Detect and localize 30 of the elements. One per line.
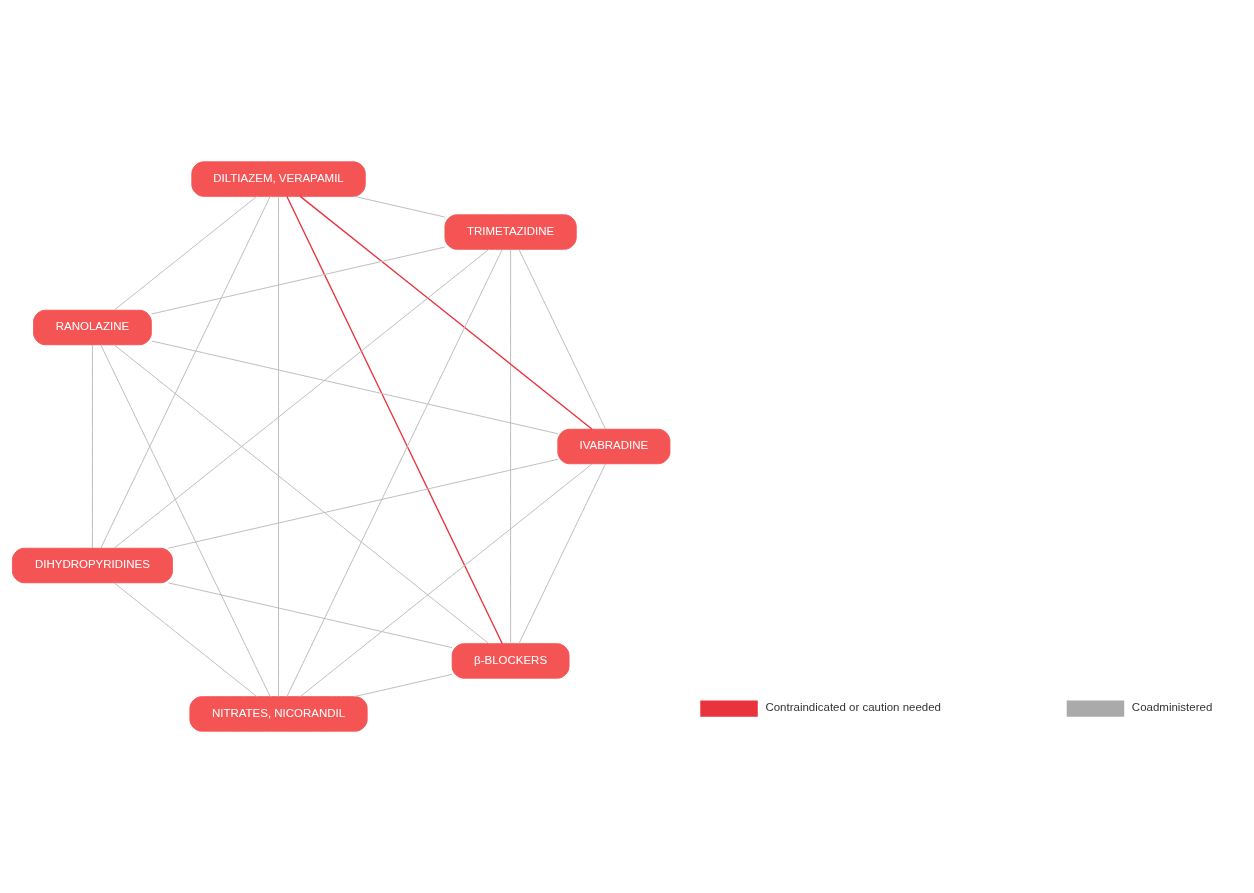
connector	[353, 673, 453, 698]
connector	[299, 195, 593, 430]
connector	[518, 249, 606, 430]
connector	[113, 196, 258, 311]
connector	[91, 344, 93, 549]
connector	[151, 246, 446, 315]
connector	[113, 344, 490, 644]
node-box: β-BLOCKERS	[451, 643, 570, 679]
node-box: DILTIAZEM, VERAPAMIL	[191, 161, 366, 197]
connector	[286, 249, 503, 697]
connector	[278, 196, 279, 698]
node-box: TRIMETAZIDINE	[444, 214, 577, 250]
connector	[286, 195, 503, 645]
connector	[100, 344, 271, 698]
connector	[518, 463, 606, 644]
node-box: IVABRADINE	[557, 428, 671, 465]
legend-label: Contraindicated or caution needed	[765, 701, 942, 714]
connector	[510, 249, 512, 645]
connector	[167, 458, 559, 549]
connector	[113, 248, 490, 549]
node-box: DIHYDROPYRIDINES	[11, 547, 173, 584]
connector	[299, 463, 593, 698]
connector	[353, 195, 446, 218]
node-box: RANOLAZINE	[33, 309, 152, 346]
legend-label: Coadministered	[1131, 701, 1213, 714]
node-box: NITRATES, NICORANDIL	[189, 696, 368, 732]
connector	[167, 582, 453, 649]
connector	[113, 582, 258, 697]
connector	[100, 195, 271, 549]
connector	[151, 340, 559, 435]
